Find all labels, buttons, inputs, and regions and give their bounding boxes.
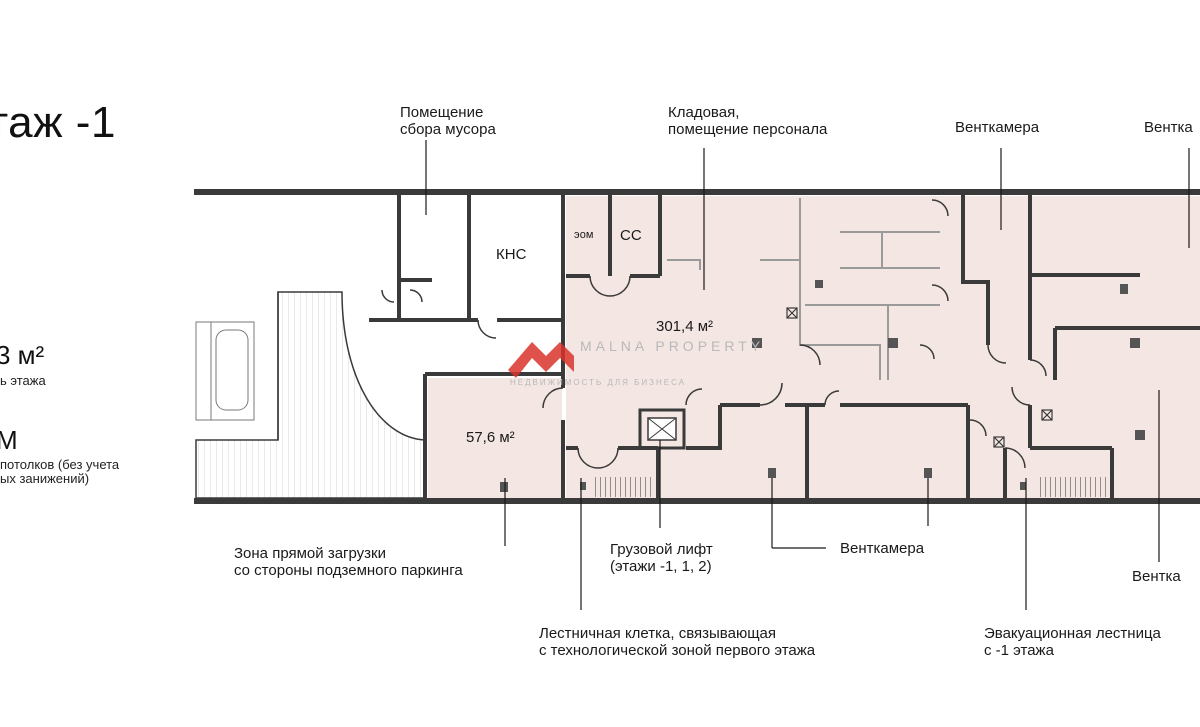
staircase-left	[594, 477, 654, 497]
height-caption-2: ых занижений)	[0, 471, 90, 486]
height-value: М	[0, 425, 18, 455]
parking-spots	[195, 321, 255, 421]
callout-stair-1: Лестничная клетка, связывающая	[539, 625, 776, 642]
room-kns-label: КНС	[496, 246, 527, 263]
room-eom-label: эом	[574, 229, 594, 241]
room-fills	[428, 196, 1200, 498]
outer-walls	[194, 189, 1200, 504]
staircase-right	[1040, 477, 1108, 497]
callout-storage-1: Кладовая,	[668, 104, 740, 121]
callout-vent-top: Венткамера	[955, 119, 1040, 136]
room-main-area: 301,4 м²	[656, 318, 714, 335]
interior-walls	[369, 195, 1200, 498]
callout-storage-2: помещение персонала	[668, 121, 828, 138]
vent-shafts	[786, 307, 1053, 448]
area-caption: ь этажа	[0, 373, 46, 388]
callout-vent-right: Вентка	[1132, 568, 1181, 585]
room-zone-area: 57,6 м²	[466, 429, 515, 446]
freight-lift	[638, 408, 686, 450]
callout-lift-1: Грузовой лифт	[610, 541, 713, 558]
watermark-logo	[508, 342, 574, 378]
callout-zone-load-2: со стороны подземного паркинга	[234, 562, 463, 579]
callout-stair-2: с технологической зоной первого этажа	[539, 642, 816, 659]
callout-evac-2: с -1 этажа	[984, 642, 1054, 659]
callout-vent-top-right: Вентка	[1144, 119, 1193, 136]
columns	[500, 280, 1145, 492]
callout-evac-1: Эвакуационная лестница	[984, 625, 1161, 642]
room-ss-label: СС	[620, 227, 642, 244]
page-title: таж -1	[0, 98, 116, 147]
callout-garbage-1: Помещение	[400, 104, 484, 121]
height-caption-1: потолков (без учета	[0, 457, 120, 472]
area-value: 3 м²	[0, 340, 45, 370]
callout-garbage-2: сбора мусора	[400, 121, 496, 138]
doors	[381, 199, 1047, 469]
callout-zone-load-1: Зона прямой загрузки	[234, 545, 386, 562]
watermark-tagline: НЕДВИЖИМОСТЬ ДЛЯ БИЗНЕСА	[510, 378, 687, 387]
watermark-brand: MALNA PROPERTY	[580, 338, 765, 354]
leader-lines	[425, 140, 1190, 610]
partitions	[667, 198, 940, 380]
callout-vent-bottom: Венткамера	[840, 540, 925, 557]
parking-ramp	[195, 291, 426, 499]
callout-lift-2: (этажи -1, 1, 2)	[610, 558, 712, 575]
